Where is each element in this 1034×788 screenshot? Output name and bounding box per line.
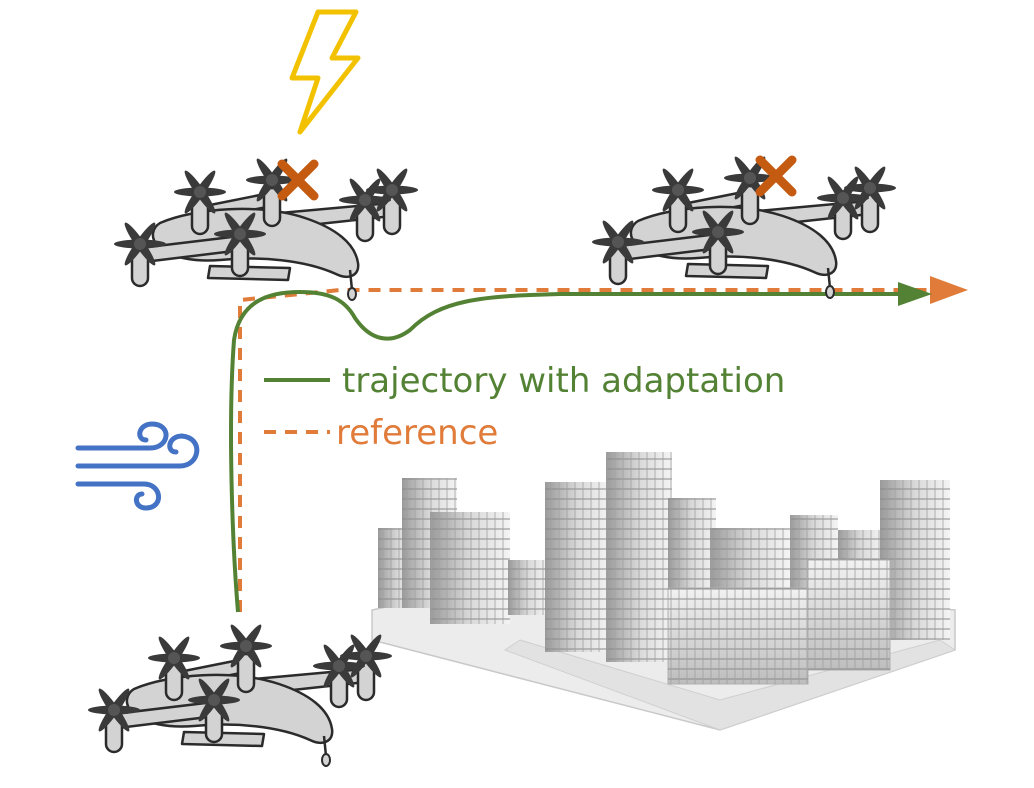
city-buildings-icon (371, 452, 957, 731)
reference-path (238, 276, 968, 612)
legend-item-adaptation: trajectory with adaptation (264, 361, 785, 401)
legend: trajectory with adaptation reference (264, 361, 785, 453)
legend-item-reference: reference (264, 413, 498, 453)
legend-label-adaptation: trajectory with adaptation (342, 361, 785, 401)
evtol-drone-icon (592, 154, 896, 298)
legend-label-reference: reference (336, 413, 498, 453)
adaptation-trajectory (229, 282, 932, 613)
evtol-drone-icon (88, 622, 392, 766)
evtol-drone-icon (114, 156, 418, 300)
wind-icon (75, 421, 200, 511)
lightning-icon (289, 9, 361, 135)
